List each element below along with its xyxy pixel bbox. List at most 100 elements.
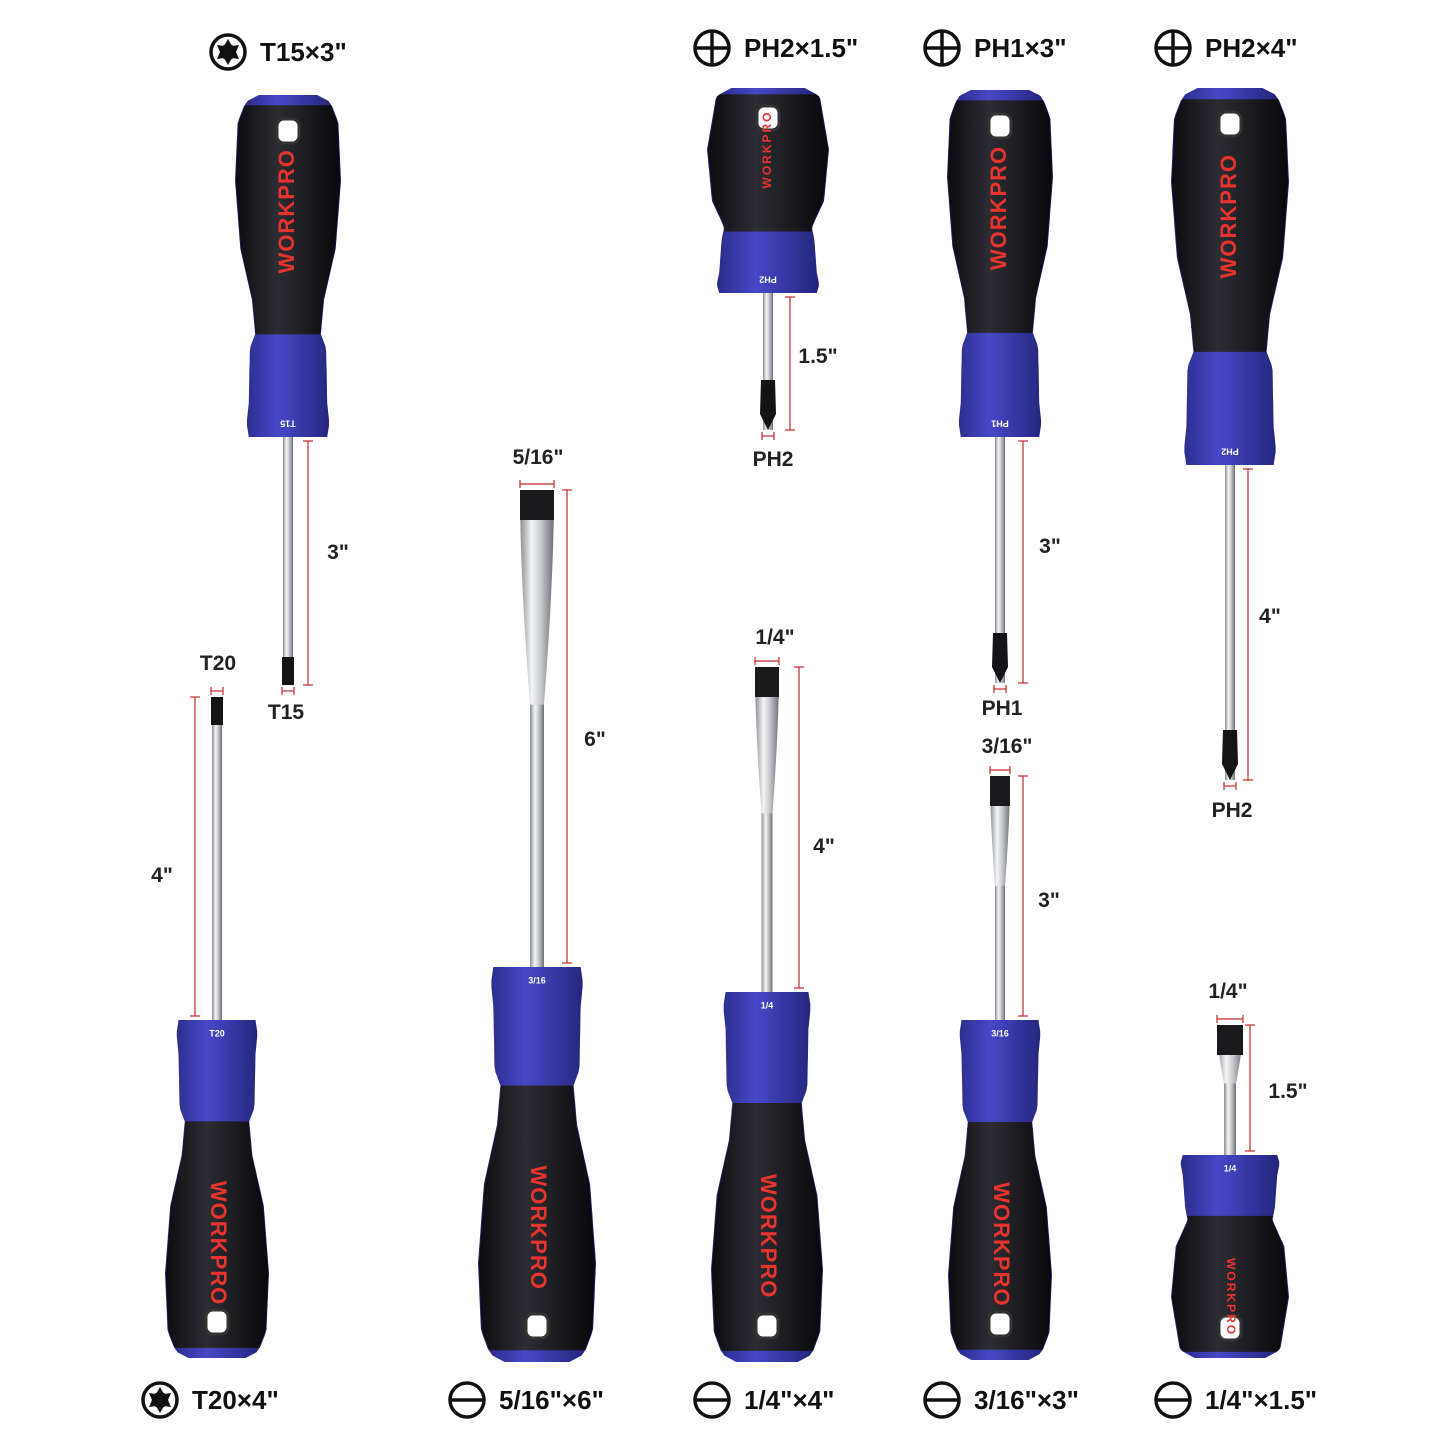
handle-black-grip [711, 1103, 823, 1351]
length-label: 4" [151, 864, 173, 887]
shaft [283, 437, 293, 685]
collar-size-label: 3/16 [528, 975, 546, 985]
phillips-icon [693, 29, 731, 67]
tip-size-label: PH1 [981, 697, 1023, 720]
length-label: 1.5" [798, 345, 838, 368]
brand-logo: WORKPRO [526, 1166, 551, 1290]
tool-title: T20×4" [140, 1380, 279, 1420]
phillips-tip [760, 380, 776, 430]
hang-hole [1217, 1314, 1243, 1342]
flat-blade [755, 667, 779, 814]
hang-hole [1217, 110, 1243, 138]
length-label: 1.5" [1268, 1080, 1308, 1103]
phillips-icon [923, 29, 961, 67]
tip-size-label: 3/16" [981, 735, 1033, 758]
tip-size-label: 1/4" [1208, 980, 1248, 1003]
handle-black-grip [708, 94, 828, 232]
screwdriver-phillips: WORKPRO PH1 [947, 90, 1053, 693]
shaft [763, 293, 773, 430]
collar-size-label: PH2 [1221, 447, 1239, 457]
handle-black-grip [947, 100, 1053, 333]
tool-title: 1/4"×1.5" [1153, 1380, 1317, 1420]
tool-title-text: PH2×4" [1205, 32, 1298, 63]
shaft [1225, 465, 1235, 780]
torx-tip [211, 697, 223, 725]
phillips-icon [1154, 29, 1192, 67]
tip-size-label: PH2 [1211, 799, 1253, 822]
collar-size-label: PH1 [991, 419, 1009, 429]
tool-title: 1/4"×4" [692, 1380, 834, 1420]
shaft [995, 437, 1005, 683]
slotted-icon [448, 1381, 486, 1419]
blade-tip [1217, 1025, 1243, 1055]
hang-hole [275, 117, 301, 145]
screwdriver-slotted: WORKPRO 3/16 [478, 480, 596, 1362]
hang-hole [987, 112, 1013, 140]
handle-black-grip [948, 1122, 1052, 1350]
collar-size-label: T20 [209, 1028, 225, 1038]
hang-hole [754, 1312, 780, 1340]
collar-size-label: PH2 [759, 275, 777, 285]
flat-blade [520, 490, 554, 705]
brand-logo: WORKPRO [989, 1182, 1014, 1306]
screwdriver-torx: WORKPRO T15 [235, 95, 341, 695]
brand-logo: WORKPRO [760, 111, 774, 189]
handle-black-grip [165, 1121, 269, 1348]
screwdriver-torx: WORKPRO T20 [165, 687, 269, 1358]
handle-black-grip [1172, 1215, 1288, 1352]
slotted-icon [693, 1381, 731, 1419]
tool-title-text: 1/4"×1.5" [1205, 1384, 1318, 1415]
shaft [995, 776, 1005, 1020]
brand-logo: WORKPRO [274, 149, 299, 273]
slotted-icon [923, 1381, 961, 1419]
tip-size-label: 5/16" [512, 446, 564, 469]
hang-hole [524, 1312, 550, 1340]
hang-hole [987, 1310, 1013, 1338]
blade-tip [755, 667, 779, 697]
collar-size-label: 3/16 [991, 1028, 1009, 1038]
shaft [761, 667, 773, 992]
hang-hole [204, 1308, 230, 1336]
phillips-tip [1222, 730, 1238, 780]
length-label: 4" [1259, 605, 1281, 628]
length-label: 4" [813, 835, 835, 858]
tool-title-text: PH2×1.5" [744, 32, 859, 63]
tool-title: PH2×4" [1153, 28, 1298, 68]
slotted-icon [1154, 1381, 1192, 1419]
length-label: 3" [1038, 889, 1060, 912]
tip-size-label: PH2 [752, 448, 794, 471]
screwdriver-slotted: WORKPRO 1/4 [1171, 1015, 1289, 1358]
length-label: 3" [327, 541, 349, 564]
handle-black-grip [479, 1085, 595, 1351]
brand-logo: WORKPRO [206, 1181, 231, 1305]
brand-logo: WORKPRO [756, 1174, 781, 1298]
brand-logo: WORKPRO [986, 146, 1011, 270]
torx-icon [209, 33, 247, 71]
handle-black-grip [235, 105, 341, 335]
torx-tip [282, 657, 294, 685]
tip-size-label: T20 [199, 652, 237, 675]
screwdriver-phillips: WORKPRO PH2 [707, 88, 829, 440]
screwdriver-slotted: WORKPRO 3/16 [948, 766, 1052, 1360]
handle-black-grip [1172, 99, 1288, 352]
length-label: 6" [584, 728, 606, 751]
collar-size-label: T15 [280, 419, 296, 429]
collar-size-label: 1/4 [1224, 1163, 1237, 1173]
tool-title-text: T15×3" [260, 36, 347, 67]
tool-title: T15×3" [208, 32, 347, 72]
brand-logo: WORKPRO [1224, 1258, 1238, 1336]
tool-title-text: 3/16"×3" [974, 1384, 1079, 1415]
tool-title: 5/16"×6" [447, 1380, 604, 1420]
blade-tip [990, 776, 1010, 806]
phillips-tip [992, 633, 1008, 683]
tool-title-text: T20×4" [192, 1384, 279, 1415]
tip-size-label: 1/4" [755, 626, 795, 649]
tool-title: PH1×3" [922, 28, 1067, 68]
tool-title-text: 5/16"×6" [499, 1384, 604, 1415]
hang-hole [755, 104, 781, 132]
shaft [212, 697, 222, 1020]
tool-title: 3/16"×3" [922, 1380, 1079, 1420]
